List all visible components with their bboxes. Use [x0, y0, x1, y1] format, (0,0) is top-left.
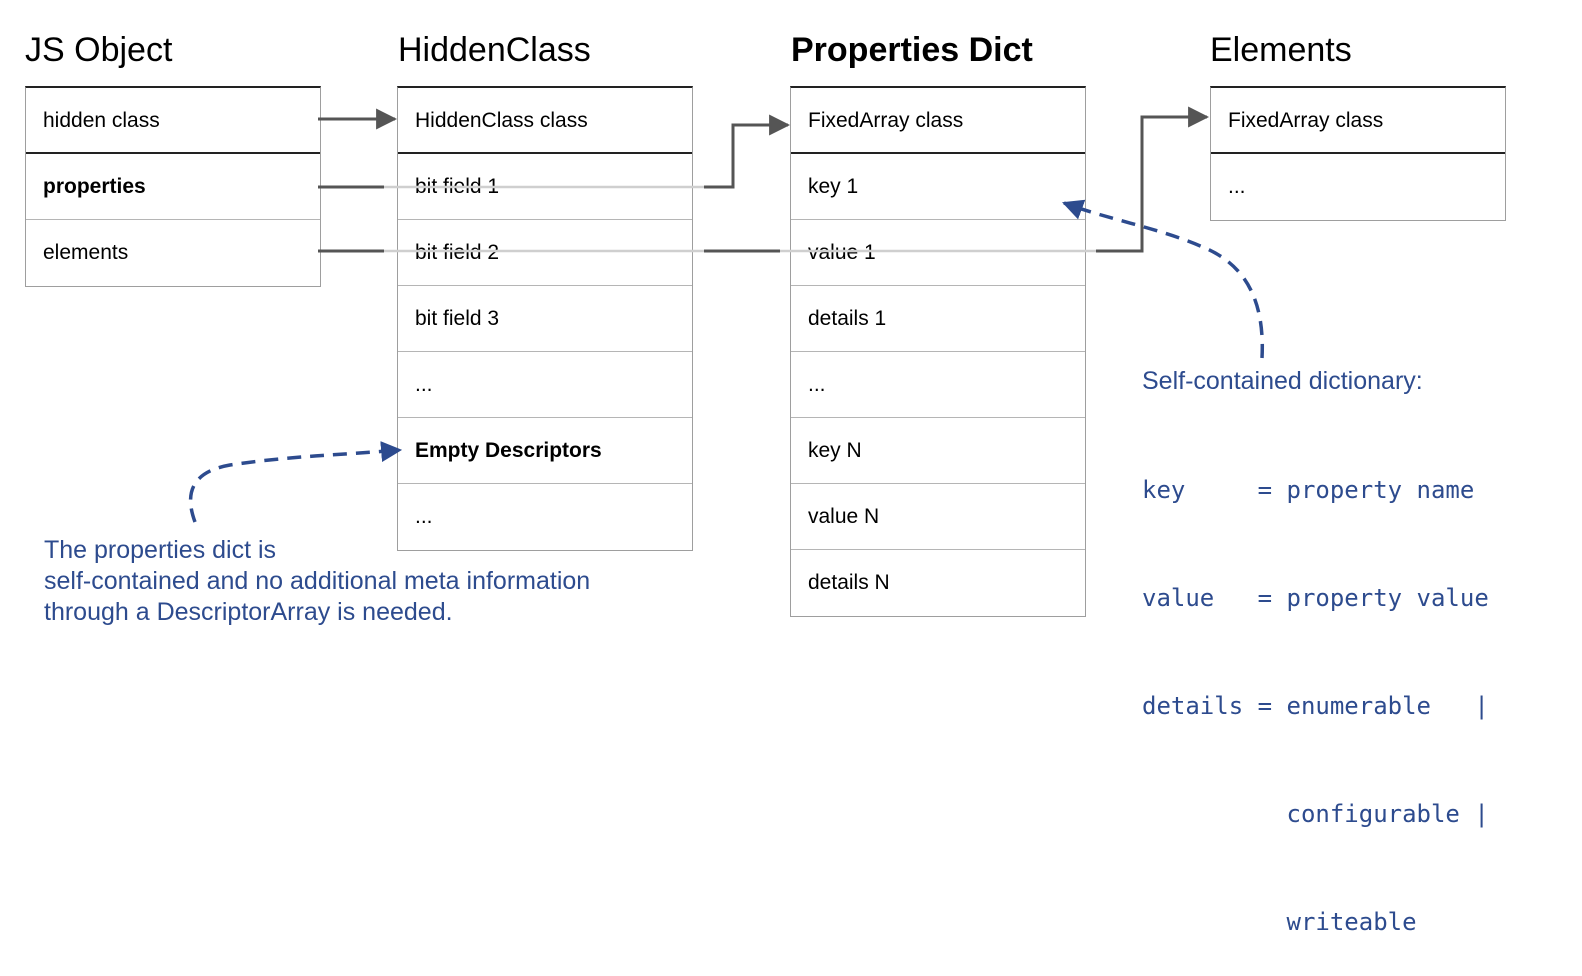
hidden-class-row-empty-descriptors: Empty Descriptors — [398, 418, 692, 484]
annotation-pointer-key-1 — [1062, 199, 1265, 359]
elements-heading: Elements — [1210, 31, 1352, 69]
hidden-class-row-bit-field-1: bit field 1 — [398, 154, 692, 220]
properties-dict-heading: Properties Dict — [791, 31, 1033, 69]
properties-dict-row-key-n: key N — [791, 418, 1085, 484]
hidden-class-row-class: HiddenClass class — [398, 88, 692, 154]
properties-dict-row-value-n: value N — [791, 484, 1085, 550]
elements-table: FixedArray class ... — [1210, 86, 1506, 221]
js-object-row-properties: properties — [26, 154, 320, 220]
elements-row-ellipsis: ... — [1228, 175, 1246, 198]
hidden-class-row-bit-field-2: bit field 2 — [398, 220, 692, 286]
properties-dict-note-line-3: through a DescriptorArray is needed. — [44, 598, 453, 626]
dictionary-note-code: key = property name value = property val… — [1142, 400, 1489, 976]
properties-dict-row-key-1: key 1 — [791, 154, 1085, 220]
js-object-row-elements: elements — [43, 241, 129, 264]
js-object-table: hidden class properties elements — [25, 86, 321, 287]
properties-dict-row-details-n: details N — [808, 571, 890, 594]
hidden-class-heading: HiddenClass — [398, 31, 591, 69]
dictionary-note-code-line-2: value = property value — [1142, 584, 1489, 612]
js-object-heading: JS Object — [25, 31, 173, 69]
annotation-pointer-empty-descriptors — [188, 441, 403, 523]
elements-row-class: FixedArray class — [1211, 88, 1505, 154]
properties-dict-note-line-1: The properties dict is — [44, 536, 277, 564]
properties-dict-row-class: FixedArray class — [791, 88, 1085, 154]
properties-dict-row-details-1: details 1 — [791, 286, 1085, 352]
dictionary-note-code-line-1: key = property name — [1142, 476, 1475, 504]
dictionary-note-heading: Self-contained dictionary: — [1142, 367, 1423, 395]
properties-dict-row-value-1: value 1 — [791, 220, 1085, 286]
js-object-row-hidden-class: hidden class — [26, 88, 320, 154]
hidden-class-row-bit-field-3: bit field 3 — [398, 286, 692, 352]
properties-dict-note-line-2: self-contained and no additional meta in… — [44, 567, 591, 595]
arrow-properties-to-properties-dict — [704, 114, 791, 189]
properties-dict-row-ellipsis: ... — [791, 352, 1085, 418]
hidden-class-row-ellipsis-1: ... — [398, 352, 692, 418]
dictionary-note-code-line-5: writeable — [1142, 908, 1417, 936]
arrow-elements-to-elements — [1096, 106, 1210, 253]
hidden-class-table: HiddenClass class bit field 1 bit field … — [397, 86, 693, 551]
dictionary-note-code-line-4: configurable | — [1142, 800, 1489, 828]
properties-dict-table: FixedArray class key 1 value 1 details 1… — [790, 86, 1086, 617]
hidden-class-row-ellipsis-2: ... — [415, 505, 433, 528]
properties-dict-note: The properties dict is self-contained an… — [44, 535, 590, 628]
dictionary-note-code-line-3: details = enumerable | — [1142, 692, 1489, 720]
